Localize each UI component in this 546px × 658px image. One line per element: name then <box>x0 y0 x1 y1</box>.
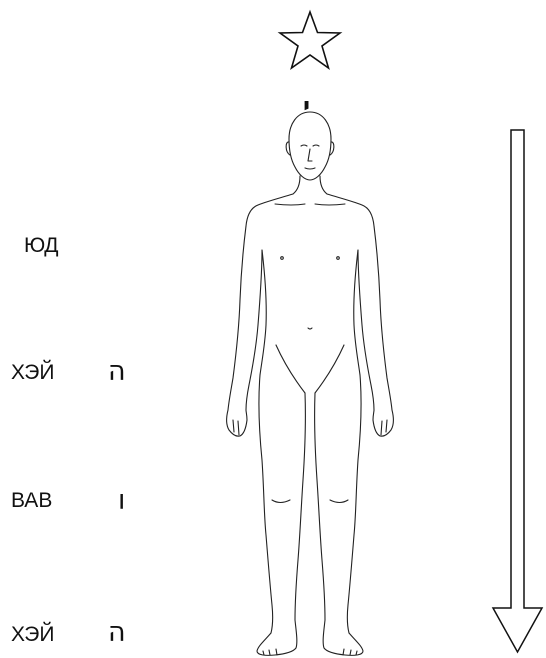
row-letter-hey-2: ה <box>108 619 126 646</box>
human-body-outline-icon <box>227 112 394 655</box>
row-label-hey-1: ХЭЙ <box>11 362 54 383</box>
star-outline-icon <box>280 12 340 68</box>
row-label-vav: ВАВ <box>11 490 52 511</box>
row-label-yud: ЮД <box>24 235 59 256</box>
row-letter-hey-1: ה <box>108 358 126 385</box>
row-label-hey-2: ХЭЙ <box>11 624 54 645</box>
down-arrow-icon <box>493 130 542 652</box>
top-hebrew-letter: י <box>303 94 310 118</box>
row-letter-vav: ו <box>118 487 125 514</box>
